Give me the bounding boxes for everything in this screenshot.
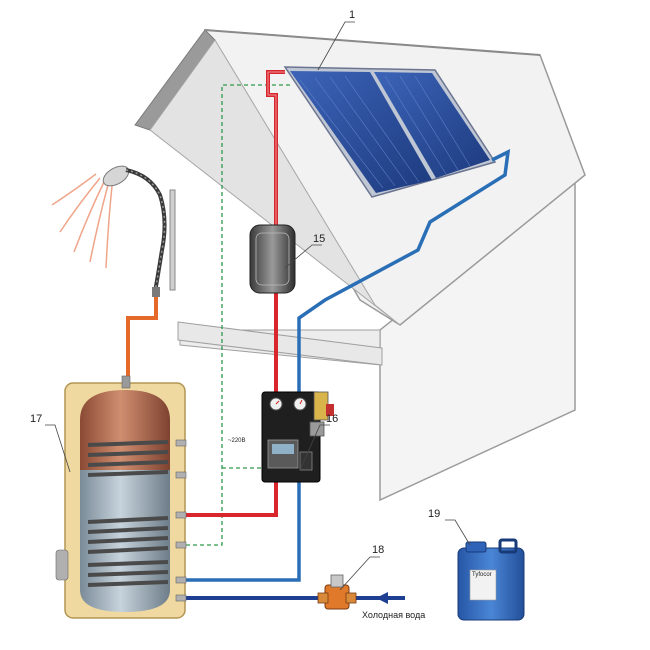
tank-inner-top [80, 390, 170, 470]
water-spray [51, 173, 113, 269]
cold-water-arrow [376, 592, 388, 604]
cold-water-label: Холодная вода [362, 610, 425, 620]
shower-rail [169, 189, 176, 291]
roof-eave-beam [177, 321, 383, 366]
callout-storage-tank: 17 [30, 413, 42, 425]
upper-coil [87, 440, 169, 477]
shower-supply-pipe [126, 297, 158, 385]
lower-coil [87, 516, 169, 587]
control-wire [178, 84, 290, 546]
callout-pump-station: 16 [326, 413, 338, 425]
collector-panel-left [290, 71, 432, 193]
storage-tank [55, 375, 187, 619]
voltage-label: ~220В [228, 438, 246, 444]
mixing-valve [317, 574, 357, 610]
canister-badge: Tyfocor [472, 572, 492, 578]
controller-display [272, 444, 294, 454]
callout-leaders [45, 21, 471, 591]
callout-antifreeze-canister: 19 [428, 508, 440, 520]
canister-label-panel [469, 569, 497, 601]
cold-return-pipe [176, 148, 511, 582]
shower-head [102, 165, 130, 187]
antifreeze-canister: Tyfocor [457, 538, 525, 621]
callout-mixing-valve: 18 [372, 544, 384, 556]
expansion-vessel [249, 224, 296, 294]
pump-station [261, 391, 334, 483]
callout-expansion-vessel: 15 [313, 233, 325, 245]
solar-collector [283, 66, 497, 198]
callout-collector: 1 [349, 9, 355, 21]
shower-hose [125, 168, 167, 293]
shower [51, 165, 176, 297]
